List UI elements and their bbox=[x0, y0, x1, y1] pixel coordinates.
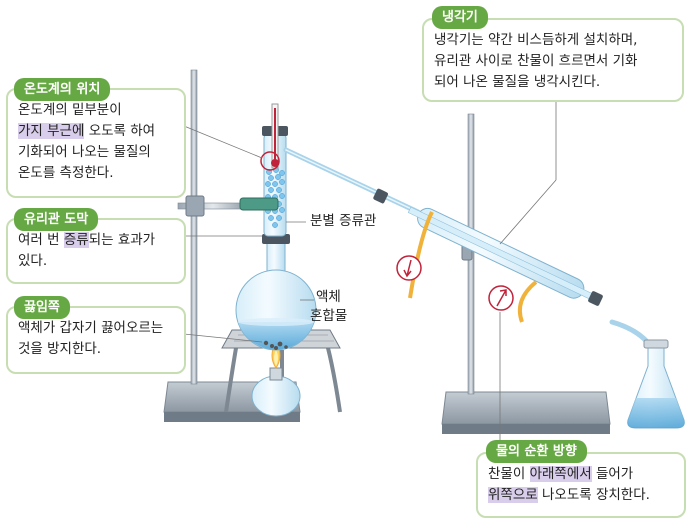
callout-column-post: 되는 효과가 bbox=[88, 232, 156, 248]
callout-water-highlight-1: 아래쪽에서 bbox=[529, 466, 592, 482]
callout-column-highlight: 증류 bbox=[63, 232, 89, 248]
callout-condenser: 냉각기는 약간 비스듬하게 설치하며, 유리관 사이로 찬물이 흐르면서 기화 … bbox=[422, 18, 684, 102]
callout-column-pre: 여러 번 bbox=[18, 232, 64, 248]
tag-condenser: 냉각기 bbox=[432, 6, 488, 29]
callout-water-mid: 들어가 bbox=[591, 466, 634, 482]
distilling-flask bbox=[235, 234, 317, 351]
label-fractional-column: 분별 증류관 bbox=[310, 213, 377, 229]
callout-thermometer-position: 온도계의 밑부분이 가지 부근에 오도록 하여 기화되어 나오는 물질의 온도를… bbox=[6, 88, 186, 198]
callout-water-line2: 위쪽으로 나오도록 장치한다. bbox=[488, 485, 674, 506]
callout-thermo-line3: 기화되어 나오는 물질의 bbox=[18, 144, 151, 160]
callout-water-line1: 찬물이 아래쪽에서 들어가 bbox=[488, 464, 674, 485]
thermometer bbox=[260, 103, 280, 171]
callout-column-line1: 여러 번 증류되는 효과가 bbox=[18, 230, 174, 251]
tag-boiling-chips: 끓임쪽 bbox=[14, 296, 70, 319]
leader-lines bbox=[183, 100, 557, 442]
callout-thermo-line1: 온도계의 밑부분이 bbox=[18, 102, 122, 118]
tag-thermometer-position: 온도계의 위치 bbox=[14, 78, 111, 101]
right-ring-stand bbox=[441, 113, 611, 434]
tag-column-packing: 유리관 도막 bbox=[14, 208, 99, 231]
liebig-condenser bbox=[283, 147, 655, 351]
callout-boiling-chips: 액체가 갑자기 끓어오르는 것을 방지한다. bbox=[6, 306, 186, 374]
label-liquid-mixture-2: 혼합물 bbox=[310, 308, 348, 324]
callout-condenser-line3: 되어 나온 물질을 냉각시킨다. bbox=[434, 74, 601, 90]
fractional-column bbox=[239, 126, 288, 237]
label-liquid-mixture-1: 액체 bbox=[316, 289, 341, 305]
callout-thermo-line4: 온도를 측정한다. bbox=[18, 165, 114, 181]
callout-condenser-line1: 냉각기는 약간 비스듬하게 설치하며, bbox=[434, 32, 638, 48]
tag-water-circulation: 물의 순환 방향 bbox=[486, 440, 587, 463]
callout-column-line2: 있다. bbox=[18, 253, 48, 269]
receiving-flask bbox=[627, 339, 685, 429]
callout-thermo-line2-rest: 오도록 하여 bbox=[84, 123, 156, 139]
callout-thermo-highlight: 가지 부근에 bbox=[18, 123, 85, 139]
callout-boiling-line1: 액체가 갑자기 끓어오르는 bbox=[18, 320, 164, 336]
callout-water-pre: 찬물이 bbox=[488, 466, 530, 482]
callout-water-post: 나오도록 장치한다. bbox=[537, 487, 650, 503]
callout-water-circulation: 찬물이 아래쪽에서 들어가 위쪽으로 나오도록 장치한다. bbox=[476, 452, 686, 518]
callout-condenser-line2: 유리관 사이로 찬물이 흐르면서 기화 bbox=[434, 53, 638, 69]
callout-water-highlight-2: 위쪽으로 bbox=[488, 487, 538, 503]
callout-thermo-line2: 가지 부근에 오도록 하여 bbox=[18, 121, 174, 142]
callout-boiling-line2: 것을 방지한다. bbox=[18, 341, 102, 357]
